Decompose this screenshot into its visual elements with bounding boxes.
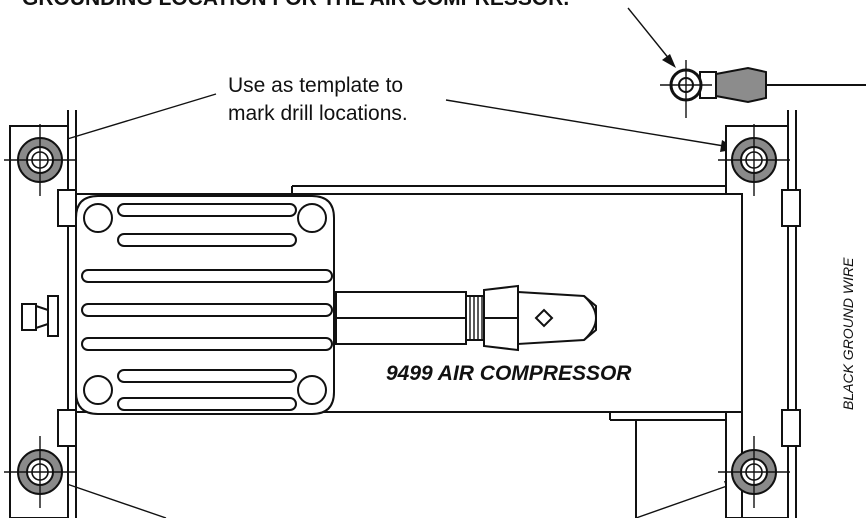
mounting-hole-icon [4,436,76,508]
terminal-leader-arrow [627,7,676,68]
bottom-leader-right [635,481,738,518]
hose-barb-icon [21,295,59,337]
mounting-hole-icon [718,124,790,196]
template-leader-right [445,99,737,152]
bottom-leader-left [54,477,167,518]
mounting-hole-icon [4,124,76,196]
cylinder-head-plate [75,195,335,415]
mounting-hole-icon [718,436,790,508]
template-note-line1: Use as template to [228,74,403,97]
ground-wire-label: BLACK GROUND WIRE [840,257,856,410]
hose-fitting-icon [335,284,597,352]
compressor-model-label: 9499 AIR COMPRESSOR [386,362,632,385]
grounding-location-header: GROUNDING LOCATION FOR THE AIR COMPRESSO… [22,0,569,10]
ring-terminal-icon [660,60,767,118]
template-note-line2: mark drill locations. [228,102,408,125]
